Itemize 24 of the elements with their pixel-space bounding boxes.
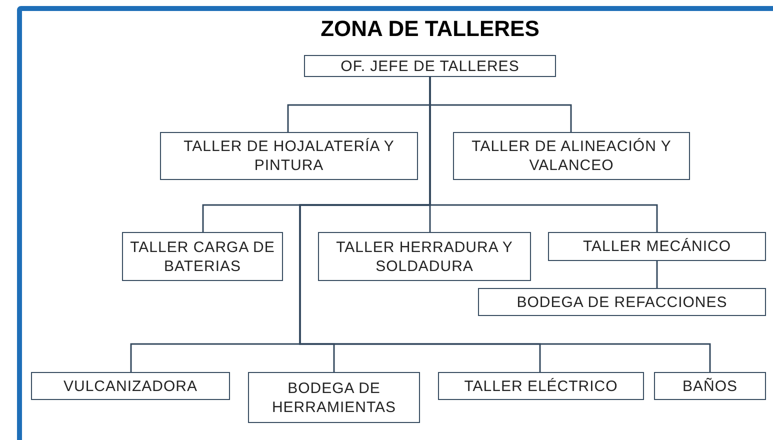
- box-label: OF. JEFE DE TALLERES: [340, 56, 520, 76]
- org-box: [122, 232, 283, 281]
- org-box: [304, 55, 556, 77]
- org-box: [438, 372, 644, 400]
- box-label: TALLER DE HOJALATERÍA Y PINTURA: [182, 137, 396, 175]
- box-label: TALLER HERRADURA Y SOLDADURA: [335, 238, 514, 276]
- diagram-title: ZONA DE TALLERES: [320, 16, 540, 42]
- org-box: [160, 132, 418, 180]
- org-box: [31, 372, 230, 400]
- box-label: BODEGA DE HERRAMIENTAS: [270, 378, 398, 416]
- box-label: VULCANIZADORA: [63, 376, 198, 396]
- box-label: BODEGA DE REFACCIONES: [516, 292, 728, 312]
- org-box: [548, 232, 766, 261]
- org-box: [248, 372, 420, 423]
- org-box: [318, 232, 531, 281]
- box-label: TALLER MECÁNICO: [582, 237, 732, 256]
- connector-line: [656, 261, 658, 288]
- box-label: BAÑOS: [682, 376, 738, 396]
- org-box: [654, 372, 766, 400]
- box-label: TALLER CARGA DE BATERIAS: [129, 238, 276, 276]
- org-box: [453, 132, 690, 180]
- org-box: [478, 288, 766, 316]
- box-label: TALLER DE ALINEACIÓN Y VALANCEO: [470, 137, 672, 175]
- box-label: TALLER ELÉCTRICO: [464, 376, 618, 396]
